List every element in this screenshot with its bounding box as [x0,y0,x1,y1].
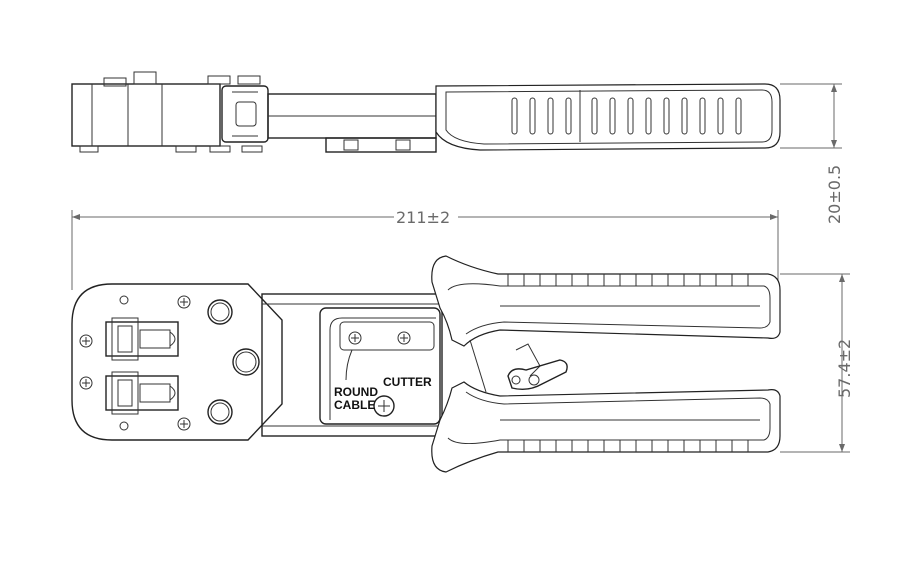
thickness-dimension: 20±0.5 [780,83,844,224]
side-head-block [71,83,221,147]
side-hinge [221,85,269,143]
cable-label: CABLE [334,398,375,412]
length-dimension: 211±2 [71,208,779,290]
upper-handle [431,255,781,347]
side-grip-slots [511,97,742,135]
pivot-bosses [207,299,260,425]
upper-grip-ribs [507,274,749,286]
crimp-head [71,283,283,441]
top-view: CUTTER ROUND CABLE [71,255,781,473]
side-view [71,71,781,153]
head-screws [79,295,191,431]
cable-screw [373,395,395,417]
ratchet-latch [469,339,568,393]
lower-grip-ribs [507,440,749,452]
lower-handle [431,381,781,473]
crimp-die-upper [105,317,179,361]
span-dimension: 57.4±2 [780,273,854,453]
side-handle-grip [435,83,781,151]
span-label: 57.4±2 [835,339,854,398]
cutter-label: CUTTER [383,375,432,389]
cutter-frame [319,307,441,425]
side-cutter-block [325,137,437,153]
tool-body [261,293,443,437]
thickness-label: 20±0.5 [825,165,844,224]
crimp-die-lower [105,371,179,415]
length-label: 211±2 [396,208,450,227]
round-label: ROUND [334,385,378,399]
cutter-slot [339,321,435,351]
